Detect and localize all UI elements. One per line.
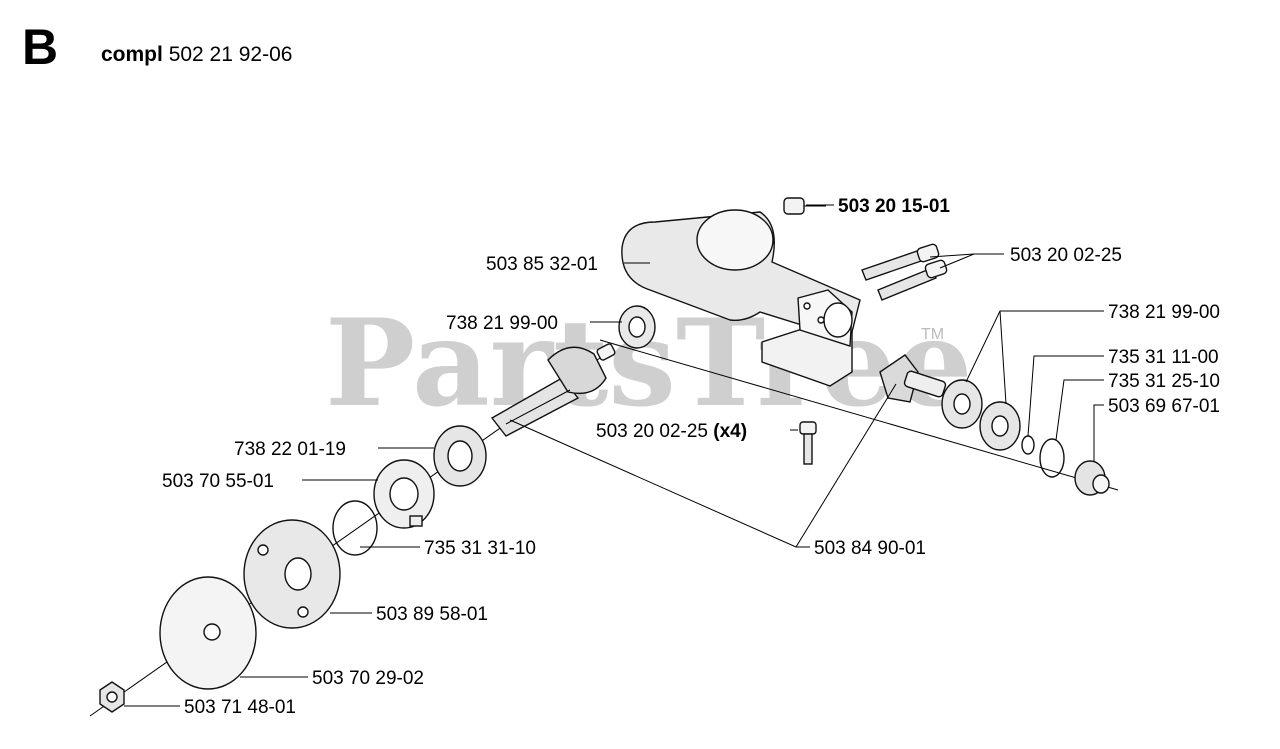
callout-503-20-02-25-lower-number: 503 20 02-25 bbox=[596, 421, 708, 442]
callout-503-69-67-01: 503 69 67-01 bbox=[1108, 396, 1220, 417]
callout-503-85-32-01: 503 85 32-01 bbox=[486, 254, 598, 275]
callout-735-31-11-00: 735 31 11-00 bbox=[1108, 347, 1219, 368]
callout-735-31-25-10: 735 31 25-10 bbox=[1108, 371, 1220, 392]
callout-738-22-01-19: 738 22 01-19 bbox=[234, 439, 346, 460]
axis-line-right bbox=[599, 339, 1119, 491]
leader-5b bbox=[999, 310, 1007, 405]
callout-503-20-02-25-lower: 503 20 02-25 (x4) bbox=[596, 421, 747, 442]
callout-738-21-99-00-left: 738 21 99-00 bbox=[446, 313, 558, 334]
compl-label: compl bbox=[101, 43, 163, 66]
watermark-trademark: TM bbox=[921, 326, 944, 343]
callout-503-71-48-01: 503 71 48-01 bbox=[184, 697, 296, 718]
callout-503-20-15-01: 503 20 15-01 bbox=[838, 196, 950, 217]
callout-735-31-31-10: 735 31 31-10 bbox=[424, 538, 536, 559]
compl-number: 502 21 92-06 bbox=[169, 43, 293, 66]
cap-screw bbox=[783, 197, 826, 215]
seal bbox=[433, 425, 487, 487]
retaining-ring-right bbox=[1039, 438, 1065, 478]
long-screws bbox=[861, 243, 948, 301]
callout-503-70-55-01: 503 70 55-01 bbox=[162, 471, 274, 492]
callout-503-89-58-01: 503 89 58-01 bbox=[376, 604, 488, 625]
bevel-gear bbox=[879, 354, 947, 403]
nut bbox=[99, 681, 125, 713]
tab-washer bbox=[373, 459, 435, 529]
leader-7 bbox=[1055, 379, 1104, 441]
end-bushing bbox=[1074, 460, 1110, 496]
callout-503-84-90-01: 503 84 90-01 bbox=[814, 538, 926, 559]
support-cup bbox=[243, 519, 341, 629]
callout-qty-x4: (x4) bbox=[713, 421, 747, 442]
gear-housing bbox=[621, 209, 861, 387]
callout-738-21-99-00-right: 738 21 99-00 bbox=[1108, 302, 1220, 323]
lower-screw bbox=[799, 421, 817, 465]
assembly-label: compl 502 21 92-06 bbox=[101, 43, 292, 66]
circlip-small bbox=[1021, 435, 1035, 455]
leader-3b bbox=[939, 253, 975, 269]
callout-503-20-02-25-upper: 503 20 02-25 bbox=[1010, 245, 1122, 266]
section-letter: B bbox=[22, 19, 58, 75]
bearing-right-1 bbox=[941, 379, 983, 429]
callout-503-70-29-02: 503 70 29-02 bbox=[312, 668, 424, 689]
retaining-ring-left bbox=[332, 500, 378, 556]
leader-5a bbox=[965, 310, 1104, 383]
leader-13b bbox=[795, 383, 897, 548]
bearing-left bbox=[618, 305, 656, 349]
leader-8 bbox=[1093, 404, 1104, 462]
leader-6 bbox=[1027, 355, 1104, 437]
bearing-right-2 bbox=[979, 401, 1021, 451]
thrust-plate bbox=[159, 576, 257, 690]
